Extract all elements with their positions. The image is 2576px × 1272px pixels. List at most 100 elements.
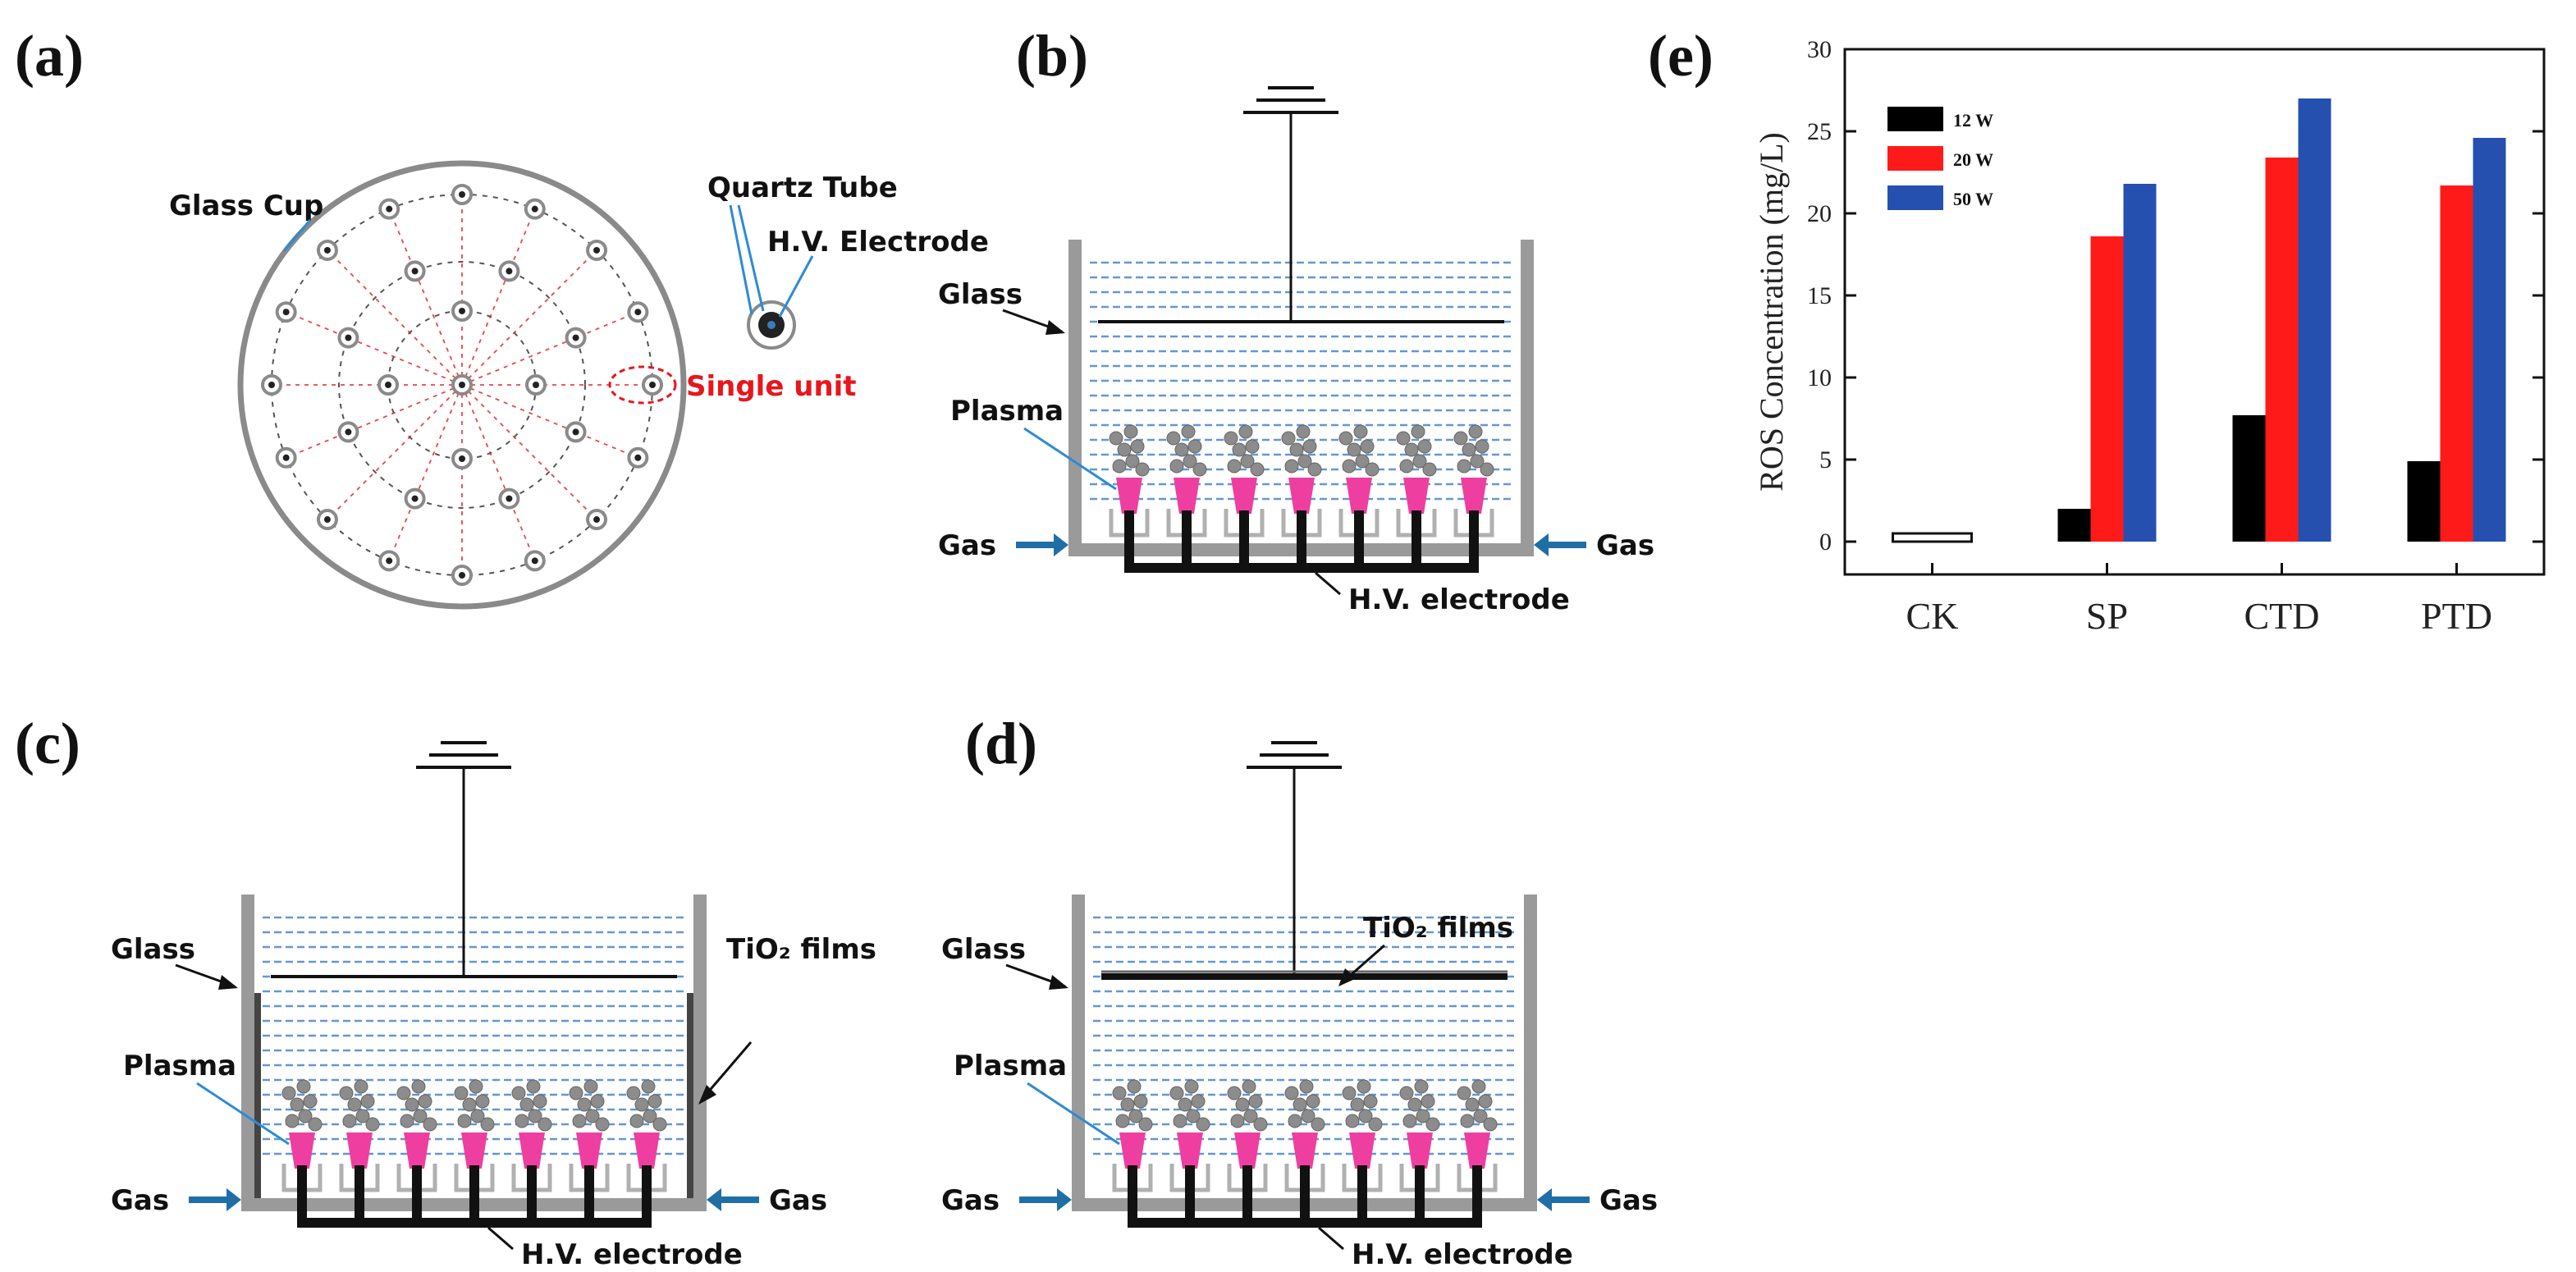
glass-arrowhead: [1049, 975, 1068, 990]
plasma-label: Plasma: [123, 1050, 236, 1082]
electrode-unit-center: [572, 428, 579, 436]
gas-bubble: [1238, 424, 1253, 439]
radial-line: [461, 384, 597, 520]
gas-bubble: [1342, 459, 1357, 474]
glass-cup-label: Glass Cup: [169, 190, 323, 222]
electrode-pin: [1357, 1165, 1367, 1224]
plasma-discharge: [289, 1132, 315, 1169]
gas-bubble: [1417, 439, 1432, 454]
gas-bubble: [511, 1086, 526, 1100]
electrode-pin: [1182, 510, 1192, 570]
gas-bubble: [528, 1109, 542, 1123]
radial-line: [286, 311, 463, 386]
gas-bubble: [1250, 462, 1265, 477]
gas-bubble: [281, 1086, 296, 1100]
plasma-discharge: [1231, 478, 1257, 514]
quartz-tube-label: Quartz Tube: [707, 172, 898, 204]
gas-bubble: [1125, 454, 1140, 469]
gas-bubble: [1169, 459, 1184, 474]
gas-bubble: [1399, 459, 1414, 474]
electrode-unit-center: [459, 191, 465, 198]
gas-label-left: Gas: [941, 1184, 1000, 1217]
electrode-pin: [642, 1165, 652, 1224]
gas-bubble: [1281, 431, 1296, 446]
plasma-discharge: [1403, 478, 1430, 514]
gas-bubble: [480, 1117, 495, 1132]
gas-bubble: [1411, 424, 1425, 439]
glass-label: Glass: [111, 933, 195, 966]
electrode-pin: [1185, 1165, 1195, 1224]
hv-electrode-label-a: H.V. Electrode: [767, 226, 989, 259]
gas-bubble: [1421, 1094, 1435, 1109]
gas-bubble: [590, 1094, 605, 1109]
electrode-unit-center: [268, 382, 275, 388]
radial-line: [461, 384, 638, 459]
legend-label-1: 20 W: [1953, 149, 1993, 170]
right-wall: [1521, 240, 1534, 556]
gas-bubble: [1288, 1114, 1302, 1128]
electrode-unit-center: [282, 309, 290, 316]
gas-bubble: [569, 1086, 583, 1100]
plasma-discharge: [1234, 1132, 1261, 1169]
gas-bubble: [342, 1114, 357, 1128]
bar-12W-SP: [2057, 509, 2091, 542]
panel-label-c: (c): [15, 711, 80, 776]
electrode-pin: [297, 1165, 307, 1224]
bar-12W-CTD: [2232, 415, 2266, 542]
gas-bubble: [572, 1114, 587, 1128]
gas-bubble: [1407, 1097, 1422, 1112]
gas-bubble: [462, 1097, 477, 1112]
tio2-arrowhead: [1338, 968, 1357, 986]
quartz-pointer-2: [737, 204, 765, 312]
electrode-unit-center: [386, 557, 393, 565]
electrode-unit-center: [593, 516, 601, 524]
gas-bubble: [595, 1117, 610, 1132]
plasma-pointer: [1023, 427, 1117, 491]
x-category-label: PTD: [2421, 595, 2492, 637]
radial-line: [327, 384, 463, 520]
gas-bubble: [1347, 442, 1361, 457]
gas-bubble: [454, 1086, 469, 1100]
gas-bubble: [303, 1094, 318, 1109]
gas-bubble: [1416, 1109, 1430, 1123]
gas-label-right: Gas: [769, 1184, 827, 1217]
gas-inlet-arrow-right: [707, 1188, 759, 1211]
gas-bubble: [1138, 1117, 1153, 1132]
gas-bubble: [1186, 1109, 1201, 1123]
gas-bubble: [1284, 459, 1299, 474]
gas-bubble: [643, 1109, 657, 1123]
gas-bubble: [1358, 1109, 1373, 1123]
gas-bubble: [1360, 439, 1375, 454]
panel-label-d: (d): [965, 711, 1037, 776]
legend-swatch-0: [1887, 107, 1943, 131]
gas-label-right: Gas: [1596, 529, 1654, 562]
electrode-unit-center: [411, 268, 419, 275]
gas-bubble: [577, 1097, 592, 1112]
glass-label: Glass: [941, 933, 1026, 966]
plasma-discharge: [1177, 1132, 1203, 1169]
plasma-discharge: [1288, 478, 1315, 514]
gas-bubble: [1470, 454, 1485, 469]
electrode-unit-center: [459, 455, 465, 462]
gas-bubble: [1242, 1079, 1256, 1094]
gas-bubble: [418, 1094, 432, 1109]
electrode-pin: [1239, 510, 1249, 570]
electrode-pin: [584, 1165, 594, 1224]
gas-bubble: [1465, 1097, 1480, 1112]
y-tick-label: 15: [1807, 282, 1832, 309]
plasma-discharge: [1407, 1132, 1433, 1169]
electrode-unit-center: [649, 382, 656, 388]
left-wall: [1068, 240, 1082, 556]
gas-bubble: [1355, 454, 1370, 469]
gas-bubble: [1181, 424, 1196, 439]
gas-bubble: [1284, 1086, 1299, 1100]
gas-bubble: [1245, 439, 1260, 454]
gas-bubble: [1468, 424, 1483, 439]
single-unit-detail: [729, 204, 814, 350]
legend-swatch-2: [1887, 185, 1943, 210]
electrode-pin: [1412, 510, 1421, 570]
hv-bus-bar: [297, 1218, 652, 1228]
gas-bubble: [1187, 439, 1202, 454]
gas-bubble: [1174, 442, 1189, 457]
